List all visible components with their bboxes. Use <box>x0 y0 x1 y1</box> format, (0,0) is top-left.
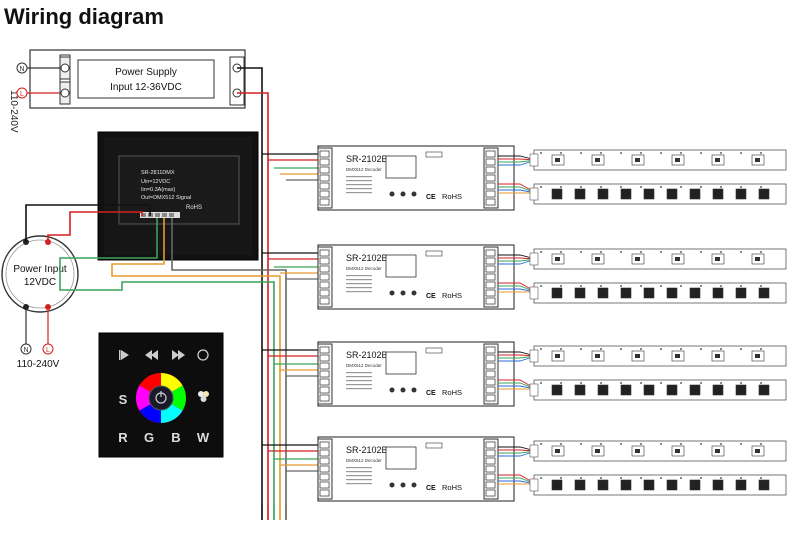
touch-letter-g: G <box>144 430 154 445</box>
led-strip <box>529 379 787 401</box>
decoder-model: SR-2102B <box>346 154 388 164</box>
led-strip <box>529 183 787 205</box>
panel-spec-1: Uin=12VDC <box>141 179 170 185</box>
led-strip <box>529 345 787 367</box>
forward-icon <box>172 350 179 360</box>
brightness-icon <box>197 349 209 361</box>
decoder-subtitle: DMX512 Decoder <box>346 458 382 463</box>
color-wheel <box>136 373 186 423</box>
led-strip <box>529 440 787 462</box>
svg-text:CE: CE <box>426 293 436 300</box>
terminal-l-bottom <box>42 343 54 355</box>
decoder-subtitle: DMX512 Decoder <box>346 363 382 368</box>
decoder-model: SR-2102B <box>346 445 388 455</box>
mains-voltage-label: 110-240V <box>8 90 19 133</box>
terminal-n-bottom-label: N <box>23 347 28 354</box>
led-strip <box>529 282 787 304</box>
panel-spec-2: Iin=0.3A(max) <box>141 187 176 193</box>
led-strip <box>529 149 787 171</box>
white-dots-icon <box>198 391 209 402</box>
power-input-line2: 12VDC <box>24 277 56 288</box>
svg-text:CE: CE <box>426 390 436 397</box>
touch-letter-s: S <box>119 392 128 407</box>
page-title: Wiring diagram <box>4 4 164 29</box>
terminal-l-top-label: L <box>20 91 24 98</box>
power-supply-line1: Power Supply <box>115 67 177 78</box>
decoder-rohs: RoHS <box>442 192 462 201</box>
terminal-n-bottom <box>20 343 32 355</box>
wiring <box>25 67 287 520</box>
led-strip <box>529 474 787 496</box>
dmx-panel-rear: SR-2811DMX Uin=12VDC Iin=0.3A(max) Out=D… <box>97 131 259 261</box>
touch-panel-front: S R G B W <box>98 332 224 458</box>
power-supply: Power Supply Input 12-36VDC N L <box>16 49 246 109</box>
panel-ce-rohs: RoHS <box>186 205 202 211</box>
touch-letter-r: R <box>118 430 128 445</box>
decoder-model: SR-2102B <box>346 350 388 360</box>
power-input-mains: 110-240V <box>17 359 60 370</box>
terminal-n-top-label: N <box>19 66 24 73</box>
rewind-icon <box>145 350 152 360</box>
svg-text:CE: CE <box>426 485 436 492</box>
svg-text:CE: CE <box>426 194 436 201</box>
decoder-rohs: RoHS <box>442 291 462 300</box>
power-supply-line2: Input 12-36VDC <box>110 82 182 93</box>
panel-spec-3: Out=DMX512 Signal <box>141 195 191 201</box>
touch-letter-b: B <box>171 430 180 445</box>
led-strip <box>529 248 787 270</box>
power-input: Power Input 12VDC N L 110-240V <box>1 235 79 370</box>
decoder-subtitle: DMX512 Decoder <box>346 266 382 271</box>
play-icon <box>121 350 129 360</box>
decoder-subtitle: DMX512 Decoder <box>346 167 382 172</box>
power-input-line1: Power Input <box>13 264 67 275</box>
touch-letter-w: W <box>197 430 210 445</box>
panel-model: SR-2811DMX <box>141 170 175 176</box>
terminal-l-bottom-label: L <box>46 347 50 354</box>
decoder-rohs: RoHS <box>442 388 462 397</box>
decoder-model: SR-2102B <box>346 253 388 263</box>
decoder-rohs: RoHS <box>442 483 462 492</box>
